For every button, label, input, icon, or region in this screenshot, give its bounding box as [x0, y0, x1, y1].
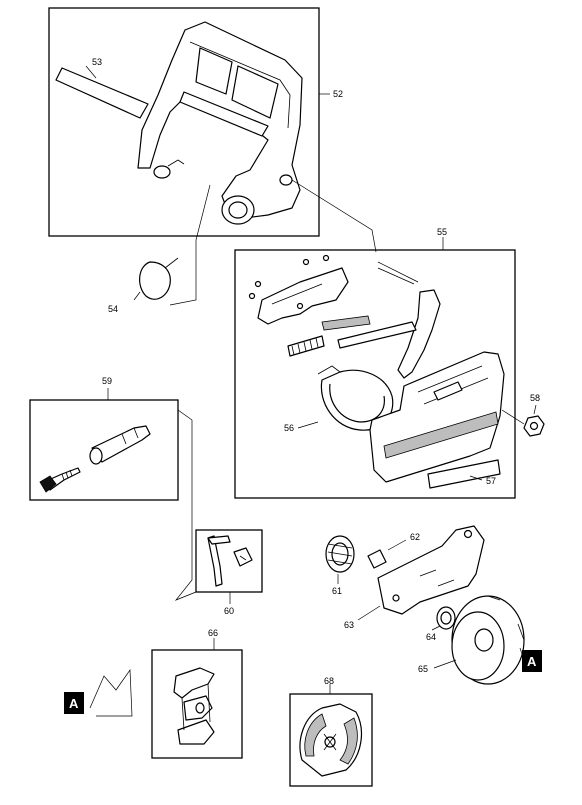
sprocket-cover [369, 351, 505, 483]
part-label-59: 59 [102, 376, 112, 386]
group-box-pin [195, 529, 263, 593]
part-63-plate [377, 525, 485, 615]
part-64-washer [436, 606, 456, 630]
part-61-spring [325, 535, 355, 573]
group-box-adjuster [29, 399, 179, 501]
part-label-55: 55 [437, 227, 447, 237]
group-box-hand-guard [48, 7, 320, 237]
part-label-52: 52 [333, 89, 343, 99]
part-62-clip [367, 549, 387, 569]
part-66-clutch-shoe [173, 667, 215, 745]
part-54-circlip [139, 257, 179, 300]
group-box-brake-assembly [234, 249, 516, 499]
part-label-63: 63 [344, 620, 354, 630]
part-label-61: 61 [332, 586, 342, 596]
adjuster-screw [89, 425, 151, 465]
brake-spring [287, 335, 325, 357]
part-label-65: 65 [418, 664, 428, 674]
brake-strip [321, 315, 371, 331]
brake-lever-arm [397, 289, 441, 379]
part-label-68: 68 [324, 676, 334, 686]
part-label-54: 54 [108, 304, 118, 314]
part-label-62: 62 [410, 532, 420, 542]
part-label-53: 53 [92, 57, 102, 67]
hand-guard-part [137, 21, 303, 225]
brake-lever-bracket [248, 254, 349, 325]
connection-marker-right-label: A [527, 654, 537, 669]
part-label-56: 56 [284, 423, 294, 433]
part-60-pin [207, 535, 253, 587]
connection-marker-left: A [64, 692, 84, 714]
part-56-brake-band [317, 365, 394, 431]
connection-marker-right: A [522, 650, 542, 672]
part-53-strip [55, 67, 149, 119]
connection-marker-left-label: A [69, 696, 79, 711]
part-65-clutch-drum [451, 595, 525, 685]
part-58-nut [523, 415, 545, 437]
part-label-66: 66 [208, 628, 218, 638]
part-label-64: 64 [426, 632, 436, 642]
brake-link-chain [337, 321, 417, 349]
part-label-60: 60 [224, 606, 234, 616]
part-57-plate [427, 459, 501, 489]
part-68-clutch [299, 703, 363, 777]
adjuster-nut-bolt [39, 467, 81, 493]
part-label-57: 57 [486, 476, 496, 486]
part-label-58: 58 [530, 393, 540, 403]
group-box-clutch [289, 693, 373, 787]
group-box-clutch-shoe [151, 649, 243, 759]
